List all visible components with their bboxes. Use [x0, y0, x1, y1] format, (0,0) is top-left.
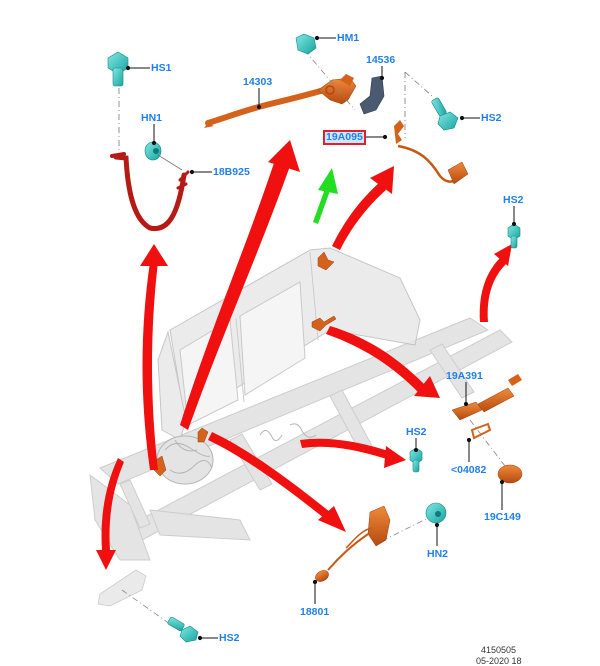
- leader-dash-hn2: [381, 517, 429, 542]
- bolt-hs2-top: [431, 97, 459, 131]
- callout-leaders: [125, 35, 517, 641]
- engine-harness-cluster: [156, 423, 317, 485]
- callout-hs2-bottom[interactable]: HS2: [219, 632, 240, 644]
- bracket-bottom-ghost: [97, 569, 147, 607]
- callout-hs1[interactable]: HS1: [151, 62, 172, 74]
- sensor-18801: [315, 505, 391, 582]
- callout-04082[interactable]: <04082: [451, 464, 487, 476]
- arrow-to-14303: [180, 140, 300, 430]
- callout-19a095[interactable]: 19A095: [323, 130, 366, 145]
- harness-14303: [204, 74, 357, 128]
- arrow-to-hs2-mid: [300, 438, 406, 468]
- arrow-to-18801: [208, 432, 346, 532]
- callout-19c149[interactable]: 19C149: [484, 511, 521, 523]
- illustration-date: 05-2020 18: [476, 656, 522, 666]
- callout-hm1[interactable]: HM1: [337, 32, 360, 44]
- direction-arrows: [96, 140, 512, 570]
- green-indicator-arrow: [313, 168, 338, 224]
- connector-19a391: [451, 374, 522, 421]
- nut-hn2: [425, 502, 447, 524]
- callout-hs2-right[interactable]: HS2: [503, 194, 524, 206]
- leader-dash-19c149: [469, 419, 509, 471]
- callout-19a391[interactable]: 19A391: [446, 370, 483, 382]
- callout-hn2[interactable]: HN2: [427, 548, 449, 560]
- leader-dash-hs2-top: [404, 71, 433, 97]
- arrow-to-bottom-bracket: [96, 458, 124, 570]
- ground-strap-19a095: [394, 120, 469, 185]
- callout-18801[interactable]: 18801: [300, 606, 330, 618]
- ground-strap-18b925: [110, 152, 190, 232]
- bolt-hs1: [107, 51, 129, 87]
- callout-hs2-mid[interactable]: HS2: [406, 426, 427, 438]
- callout-hn1[interactable]: HN1: [141, 112, 163, 124]
- cover-19c149: [497, 464, 523, 484]
- leader-dash-hs2-bottom: [121, 589, 171, 625]
- arrow-to-19a391: [326, 326, 440, 398]
- arrow-to-hs2-right: [479, 244, 512, 322]
- leader-dash-hn1: [157, 154, 183, 171]
- arrow-to-19a095: [332, 166, 394, 250]
- bolt-hs2-bottom: [167, 616, 199, 643]
- callout-14303[interactable]: 14303: [243, 76, 273, 88]
- illustration-number: 4150505: [481, 645, 517, 655]
- callout-14536[interactable]: 14536: [366, 54, 396, 66]
- callout-18b925[interactable]: 18B925: [213, 166, 250, 178]
- gasket-04082: [470, 422, 492, 440]
- bolt-hs2-right: [507, 223, 521, 249]
- callout-hs2-top[interactable]: HS2: [481, 112, 502, 124]
- arrow-to-18b925: [140, 244, 168, 470]
- bracket-14536: [359, 75, 385, 115]
- nut-hm1: [295, 33, 317, 55]
